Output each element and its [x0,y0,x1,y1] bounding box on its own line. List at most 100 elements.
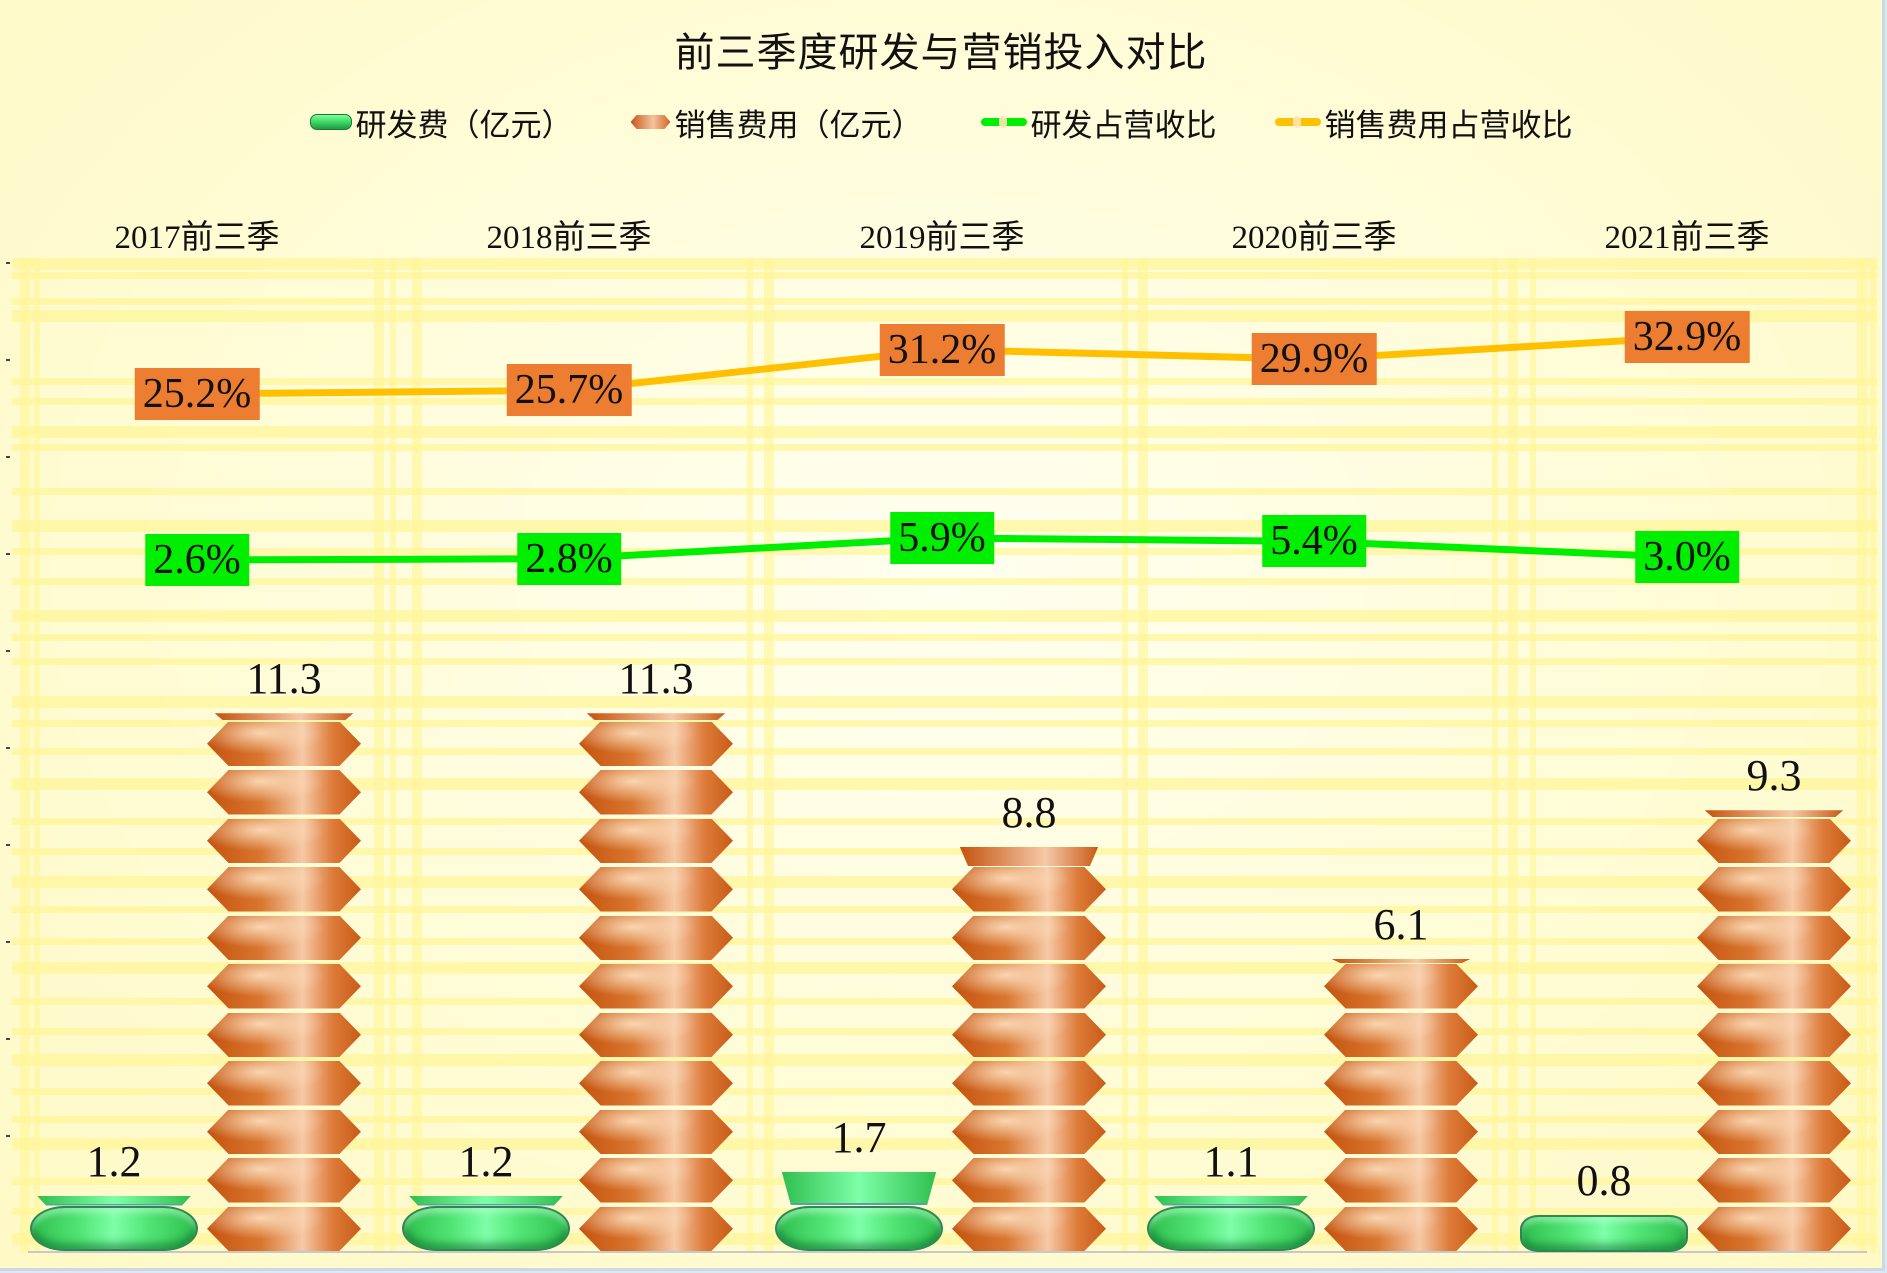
sales-expense-bar-segment[interactable] [207,867,361,912]
gridline [12,426,1877,438]
sales-expense-bar-segment[interactable] [952,867,1106,912]
sales-expense-bar-segment[interactable] [1697,915,1851,960]
sales-expense-bar-segment[interactable] [586,713,726,721]
sales-expense-bar-segment[interactable] [579,721,733,766]
sales-expense-bar-segment[interactable] [1697,1158,1851,1203]
sales-expense-value-label: 9.3 [1746,751,1802,801]
sales-expense-bar-segment[interactable] [579,915,733,960]
sales-ratio-data-label: 29.9% [1251,333,1377,386]
sales-expense-bar-segment[interactable] [1697,1061,1851,1106]
gridline [1530,258,1536,1253]
sales-expense-bar-segment[interactable] [1697,867,1851,912]
sales-expense-bar-segment[interactable] [579,1158,733,1203]
rd-expense-bar-segment[interactable] [781,1171,937,1206]
sales-expense-bar-segment[interactable] [1704,810,1844,818]
sales-expense-bar-segment[interactable] [1331,959,1471,963]
sales-expense-bar-segment[interactable] [1324,1012,1478,1057]
rd-ratio-data-label: 5.9% [890,512,994,564]
category-label: 2021前三季 [1604,220,1770,256]
rd-expense-bar-segment[interactable] [30,1205,198,1251]
rd-expense-value-label: 0.8 [1576,1156,1632,1206]
axis-tick [6,844,10,846]
sales-expense-bar-segment[interactable] [207,770,361,815]
green-bead-swatch-icon [309,114,352,130]
gridline [12,610,1877,622]
sales-expense-bar-segment[interactable] [579,867,733,912]
sales-expense-bar-segment[interactable] [579,1061,733,1106]
sales-expense-bar-segment[interactable] [952,1158,1106,1203]
sales-expense-bar-segment[interactable] [952,1061,1106,1106]
sales-expense-bar-segment[interactable] [579,770,733,815]
sales-expense-bar-segment[interactable] [579,964,733,1009]
legend-label: 研发费（亿元） [355,107,573,143]
gridline [12,634,1877,641]
category-label: 2020前三季 [1231,220,1397,256]
sales-expense-bar-segment[interactable] [207,964,361,1009]
rd-ratio-data-label: 5.4% [1262,515,1366,568]
ratio-lines-layer [196,333,1688,564]
category-label: 2017前三季 [114,220,280,256]
green-line-swatch-icon [980,116,1027,128]
gridline [12,272,1877,279]
sales-ratio-data-label: 31.2% [879,323,1005,376]
sales-expense-bar-segment[interactable] [207,1061,361,1106]
sales-expense-bar-segment[interactable] [952,1109,1106,1154]
sales-expense-bar-segment[interactable] [1324,1109,1478,1154]
gridline [20,258,30,1253]
axis-tick [6,941,10,943]
axis-tick [6,456,10,458]
category-label: 2018前三季 [486,220,652,256]
rd-expense-bar-segment[interactable] [775,1205,943,1251]
gridline [12,848,1877,855]
sales-expense-bar-segment[interactable] [207,1109,361,1154]
sales-expense-bar-segment[interactable] [579,1109,733,1154]
sales-expense-bar-segment[interactable] [207,1158,361,1203]
rd-expense-bar-segment[interactable] [1520,1215,1688,1252]
sales-expense-bar-segment[interactable] [579,818,733,863]
sales-expense-bar-segment[interactable] [952,1206,1106,1251]
sales-expense-bar-segment[interactable] [207,818,361,863]
sales-expense-bar-segment[interactable] [1324,964,1478,1009]
rd-expense-bar-segment[interactable] [408,1195,564,1206]
sales-expense-bar-segment[interactable] [207,1206,361,1251]
sales-expense-bar-segment[interactable] [1324,1158,1478,1203]
rd-expense-value-label: 1.2 [86,1136,142,1186]
sales-expense-bar-segment[interactable] [952,1012,1106,1057]
sales-expense-bar-segment[interactable] [952,964,1106,1009]
rd-expense-bar-segment[interactable] [36,1195,192,1206]
orange-hexagon-swatch-icon [630,115,671,129]
rd-expense-bar-segment[interactable] [402,1205,570,1251]
sales-expense-value-label: 6.1 [1373,900,1429,949]
sales-expense-bar-segment[interactable] [214,713,354,721]
gridline [390,258,396,1253]
sales-expense-bar-segment[interactable] [1697,818,1851,863]
legend-item-sales-expense[interactable]: 销售费用（亿元） [630,100,923,145]
axis-tick [6,262,10,264]
sales-expense-value-label: 11.3 [246,654,322,704]
sales-expense-bar-segment[interactable] [207,915,361,960]
gridline [1492,258,1498,1253]
gridline [12,720,1877,727]
sales-expense-bar-segment[interactable] [579,1012,733,1057]
legend-item-rd-expense[interactable]: 研发费（亿元） [309,100,573,145]
gridline [1857,258,1867,1253]
sales-expense-bar-segment[interactable] [1324,1206,1478,1251]
sales-expense-bar-segment[interactable] [207,1012,361,1057]
sales-expense-bar-segment[interactable] [1697,964,1851,1009]
legend-item-rd-ratio[interactable]: 研发占营收比 [980,100,1217,145]
sales-expense-bar-segment[interactable] [952,915,1106,960]
sales-expense-bar-segment[interactable] [1697,1206,1851,1251]
rd-ratio-data-label: 2.8% [517,532,621,585]
sales-expense-bar-segment[interactable] [207,721,361,766]
rd-expense-bar-segment[interactable] [1147,1205,1315,1251]
sales-expense-bar-segment[interactable] [959,846,1099,866]
sales-expense-bar-segment[interactable] [1697,1109,1851,1154]
sales-expense-bar-segment[interactable] [1324,1061,1478,1106]
sales-expense-bar-segment[interactable] [1697,1012,1851,1057]
gridline [12,398,1877,405]
x-axis-line [28,1251,1867,1253]
rd-expense-bar-segment[interactable] [1153,1195,1309,1206]
sales-expense-bar-segment[interactable] [579,1206,733,1251]
legend-item-sales-ratio[interactable]: 销售费用占营收比 [1274,100,1573,145]
